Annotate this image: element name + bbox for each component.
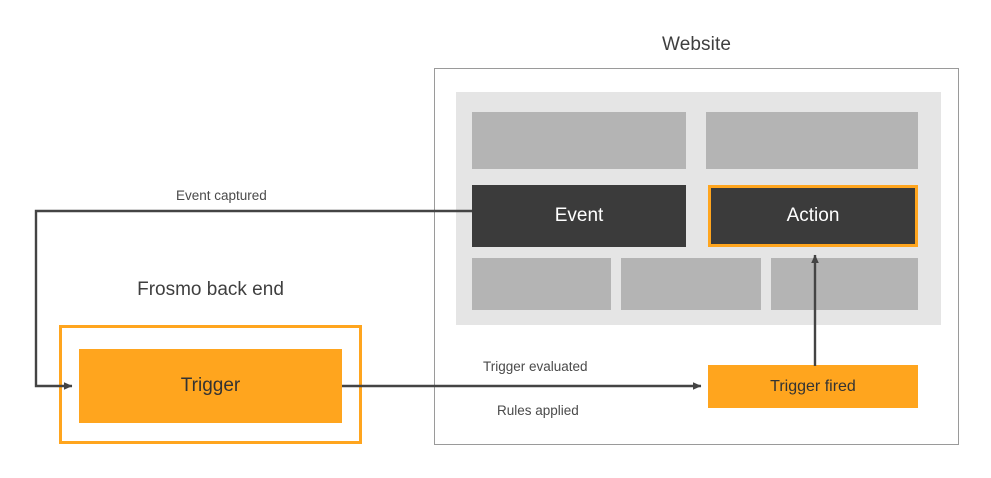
- action-box: Action: [708, 185, 918, 247]
- trigger-box: Trigger: [79, 349, 342, 423]
- placeholder-block-bottom-3: [771, 258, 918, 310]
- frosmo-backend-title: Frosmo back end: [137, 279, 284, 300]
- placeholder-block-bottom-2: [621, 258, 761, 310]
- placeholder-block-bottom-1: [472, 258, 611, 310]
- connector-label-rules-applied: Rules applied: [497, 403, 579, 418]
- placeholder-block-top-left: [472, 112, 686, 169]
- website-title: Website: [662, 34, 731, 55]
- placeholder-block-top-right: [706, 112, 918, 169]
- event-box: Event: [472, 185, 686, 247]
- trigger-fired-box: Trigger fired: [708, 365, 918, 408]
- connector-label-trigger-evaluated: Trigger evaluated: [483, 359, 588, 374]
- connector-label-event-captured: Event captured: [176, 188, 267, 203]
